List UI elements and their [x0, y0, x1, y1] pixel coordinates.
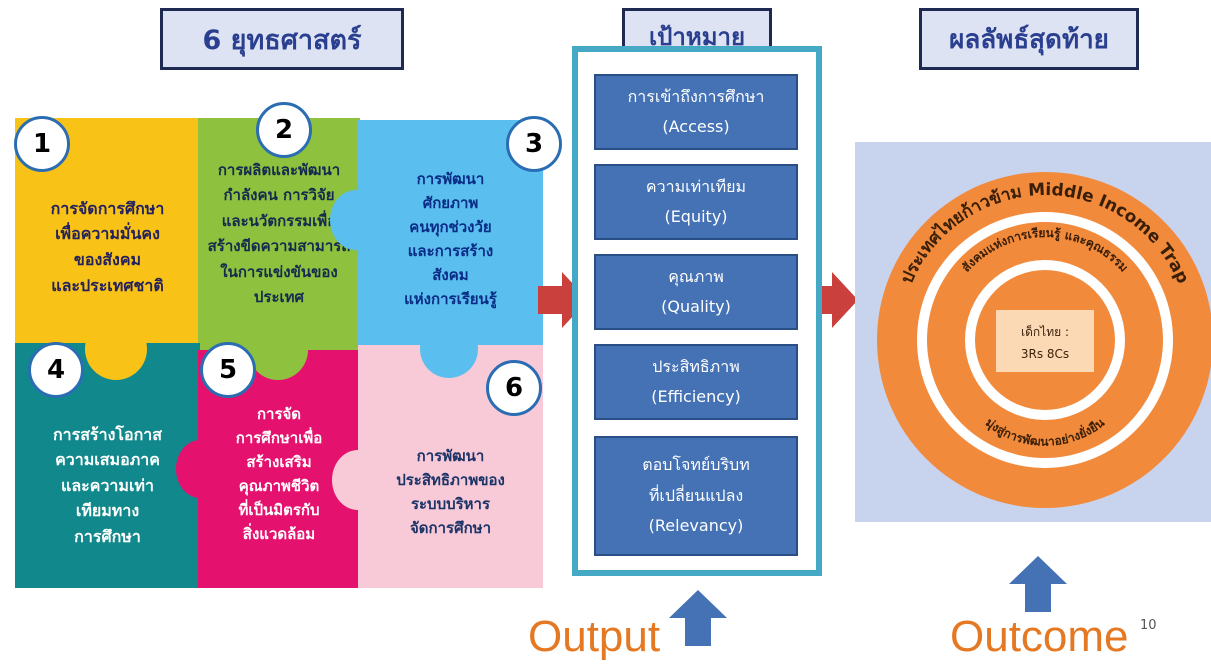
goal-efficiency: ประสิทธิภาพ (Efficiency) — [594, 344, 798, 420]
puzzle-knob — [330, 190, 382, 250]
puzzle-knob — [85, 318, 147, 380]
goal-english: (Quality) — [661, 297, 731, 316]
center-line-1: เด็กไทย : — [1021, 324, 1069, 339]
strategy-badge-6: 6 — [486, 360, 542, 416]
goal-thai: การเข้าถึงการศึกษา — [627, 86, 765, 106]
page-number: 10 — [1140, 618, 1157, 633]
goal-english: (Equity) — [664, 207, 728, 226]
outcome-target: ประเทศไทยก้าวข้าม Middle Income Trap สัง… — [877, 172, 1211, 508]
goal-thai: ความเท่าเทียม — [645, 176, 747, 196]
strategies-to-goals-arrow — [538, 272, 588, 328]
strategy-piece-1: การจัดการศึกษา เพื่อความมั่นคง ของสังคม … — [15, 118, 200, 346]
output-up-arrow — [669, 590, 727, 646]
strategy-badge-2: 2 — [256, 102, 312, 158]
puzzle-knob — [332, 450, 384, 510]
goal-relevancy: ตอบโจทย์บริบท ที่เปลี่ยนแปลง (Relevancy) — [594, 436, 798, 556]
output-label: Output — [528, 612, 661, 661]
goal-thai: ประสิทธิภาพ — [652, 356, 740, 376]
goal-quality: คุณภาพ (Quality) — [594, 254, 798, 330]
strategy-piece-3: การพัฒนา ศักยภาพ คนทุกช่วงวัย และการสร้า… — [358, 120, 543, 348]
outcome-label: Outcome — [950, 612, 1129, 661]
strategy-badge-4: 4 — [28, 342, 84, 398]
goal-english: (Relevancy) — [648, 516, 744, 536]
goal-thai: ตอบโจทย์บริบท — [642, 455, 750, 475]
puzzle-knob — [248, 320, 308, 380]
center-line-2: 3Rs 8Cs — [1021, 347, 1069, 361]
goal-thai: คุณภาพ — [668, 266, 724, 286]
outcome-up-arrow — [1009, 556, 1067, 612]
goal-thai-line2: ที่เปลี่ยนแปลง — [648, 485, 744, 505]
strategy-badge-1: 1 — [14, 116, 70, 172]
goal-access: การเข้าถึงการศึกษา (Access) — [594, 74, 798, 150]
goal-english: (Efficiency) — [651, 387, 741, 406]
puzzle-knob — [420, 320, 478, 378]
outcome-center-card — [996, 310, 1094, 372]
goal-english: (Access) — [662, 117, 730, 136]
strategies-title: 6 ยุทธศาสตร์ — [160, 8, 404, 70]
goal-equity: ความเท่าเทียม (Equity) — [594, 164, 798, 240]
puzzle-knob — [176, 440, 224, 498]
strategy-badge-5: 5 — [200, 342, 256, 398]
outcome-title: ผลลัพธ์สุดท้าย — [919, 8, 1139, 70]
strategy-badge-3: 3 — [506, 116, 562, 172]
